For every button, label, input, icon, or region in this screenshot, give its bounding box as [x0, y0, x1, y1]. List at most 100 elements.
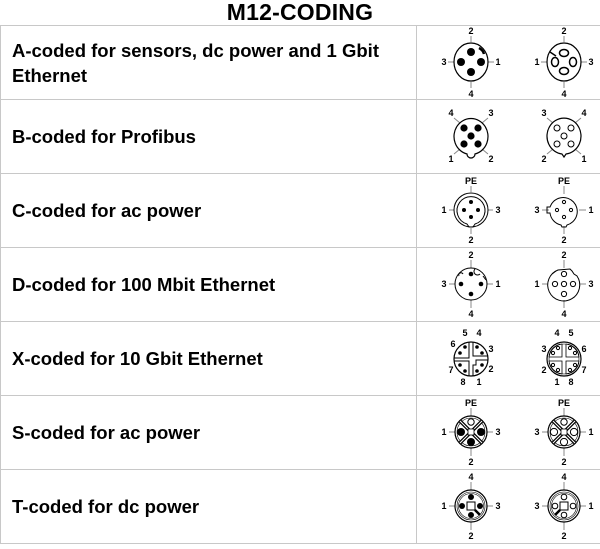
- svg-text:1: 1: [476, 377, 481, 387]
- svg-text:1: 1: [495, 279, 500, 289]
- svg-text:3: 3: [488, 344, 493, 354]
- svg-text:2: 2: [561, 26, 566, 36]
- svg-text:2: 2: [468, 531, 473, 541]
- table-row: C-coded for ac power PE 1 3 2: [0, 173, 600, 248]
- svg-text:PE: PE: [465, 176, 477, 186]
- svg-text:PE: PE: [558, 398, 570, 408]
- svg-text:3: 3: [495, 501, 500, 511]
- svg-text:4: 4: [476, 328, 481, 338]
- svg-text:4: 4: [448, 108, 453, 118]
- svg-text:2: 2: [561, 250, 566, 260]
- svg-text:3: 3: [588, 279, 593, 289]
- svg-text:1: 1: [448, 154, 453, 164]
- coding-label: B-coded for Profibus: [0, 99, 417, 174]
- svg-text:4: 4: [581, 108, 586, 118]
- svg-text:1: 1: [588, 501, 593, 511]
- svg-text:4: 4: [561, 309, 566, 319]
- male-connector-icon: PE 1 3 2: [441, 398, 500, 467]
- coding-label: S-coded for ac power: [0, 395, 417, 470]
- svg-text:4: 4: [561, 89, 566, 99]
- svg-text:8: 8: [460, 377, 465, 387]
- connector-diagrams: 5 4 6 3 7 2 8 1: [416, 321, 600, 396]
- svg-text:2: 2: [541, 365, 546, 375]
- table-row: T-coded for dc power 4 1 3 2: [0, 469, 600, 544]
- svg-text:1: 1: [495, 57, 500, 67]
- coding-table: A-coded for sensors, dc power and 1 Gbit…: [0, 25, 600, 544]
- table-row: D-coded for 100 Mbit Ethernet 2 3 1 4: [0, 247, 600, 322]
- svg-text:2: 2: [488, 154, 493, 164]
- svg-text:3: 3: [534, 205, 539, 215]
- female-connector-icon: 2 1 3 4: [534, 250, 593, 319]
- female-connector-icon: 2 1 3 4: [534, 26, 593, 99]
- svg-text:2: 2: [561, 457, 566, 467]
- svg-text:PE: PE: [558, 176, 570, 186]
- svg-text:1: 1: [534, 57, 539, 67]
- svg-text:4: 4: [561, 472, 566, 482]
- male-connector-icon: 4 1 3 2: [441, 472, 500, 541]
- svg-text:3: 3: [441, 279, 446, 289]
- page-title: M12-CODING: [226, 0, 374, 25]
- table-row: A-coded for sensors, dc power and 1 Gbit…: [0, 25, 600, 100]
- table-row: B-coded for Profibus 4 3 1 2: [0, 99, 600, 174]
- svg-text:2: 2: [468, 250, 473, 260]
- connector-diagrams: 4 1 3 2 4 3 1: [416, 469, 600, 544]
- svg-text:1: 1: [588, 427, 593, 437]
- svg-text:PE: PE: [465, 398, 477, 408]
- svg-text:2: 2: [561, 531, 566, 541]
- table-row: X-coded for 10 Gbit Ethernet 5 4 6 3: [0, 321, 600, 396]
- connector-diagrams: 4 3 1 2 3 4 2 1: [416, 99, 600, 174]
- svg-text:2: 2: [468, 235, 473, 245]
- svg-text:6: 6: [581, 344, 586, 354]
- svg-text:1: 1: [534, 279, 539, 289]
- svg-text:1: 1: [588, 205, 593, 215]
- svg-text:4: 4: [468, 472, 473, 482]
- svg-text:1: 1: [554, 377, 559, 387]
- svg-text:4: 4: [554, 328, 559, 338]
- connector-diagrams: PE 1 3 2 PE 3: [416, 395, 600, 470]
- svg-text:1: 1: [441, 205, 446, 215]
- svg-text:3: 3: [534, 427, 539, 437]
- svg-text:7: 7: [581, 365, 586, 375]
- svg-text:3: 3: [588, 57, 593, 67]
- svg-text:7: 7: [448, 365, 453, 375]
- svg-text:4: 4: [468, 309, 473, 319]
- svg-text:3: 3: [495, 205, 500, 215]
- male-connector-icon: PE 1 3 2: [441, 176, 500, 245]
- table-row: S-coded for ac power PE 1 3 2: [0, 395, 600, 470]
- female-connector-icon: PE 3 1 2: [534, 398, 593, 467]
- coding-label: C-coded for ac power: [0, 173, 417, 248]
- svg-text:3: 3: [541, 108, 546, 118]
- svg-text:3: 3: [495, 427, 500, 437]
- svg-text:2: 2: [468, 457, 473, 467]
- svg-text:8: 8: [568, 377, 573, 387]
- male-connector-icon: 2 3 1 4: [441, 26, 500, 99]
- female-connector-icon: PE 3 1 2: [534, 176, 593, 245]
- female-connector-icon: 3 4 2 1: [541, 108, 586, 164]
- svg-text:2: 2: [488, 364, 493, 374]
- svg-text:6: 6: [450, 339, 455, 349]
- coding-label: T-coded for dc power: [0, 469, 417, 544]
- female-connector-icon: 4 5 3 6 2 7 1 8: [541, 328, 586, 387]
- svg-text:1: 1: [441, 501, 446, 511]
- svg-text:4: 4: [468, 89, 473, 99]
- svg-text:5: 5: [462, 328, 467, 338]
- connector-diagrams: 2 3 1 4 2 1 3 4: [416, 247, 600, 322]
- coding-label: A-coded for sensors, dc power and 1 Gbit…: [0, 25, 417, 100]
- svg-text:2: 2: [561, 235, 566, 245]
- male-connector-icon: 2 3 1 4: [441, 250, 500, 319]
- svg-text:3: 3: [441, 57, 446, 67]
- svg-text:2: 2: [468, 26, 473, 36]
- svg-text:1: 1: [581, 154, 586, 164]
- connector-diagrams: PE 1 3 2 PE 3 1 2: [416, 173, 600, 248]
- svg-text:2: 2: [541, 154, 546, 164]
- svg-text:1: 1: [441, 427, 446, 437]
- svg-text:3: 3: [541, 344, 546, 354]
- coding-label: X-coded for 10 Gbit Ethernet: [0, 321, 417, 396]
- female-connector-icon: 4 3 1 2: [534, 472, 593, 541]
- svg-text:3: 3: [534, 501, 539, 511]
- svg-text:3: 3: [488, 108, 493, 118]
- svg-text:5: 5: [568, 328, 573, 338]
- male-connector-icon: 5 4 6 3 7 2 8 1: [448, 328, 493, 387]
- connector-diagrams: 2 3 1 4 2 1 3 4: [416, 25, 600, 100]
- male-connector-icon: 4 3 1 2: [448, 108, 493, 164]
